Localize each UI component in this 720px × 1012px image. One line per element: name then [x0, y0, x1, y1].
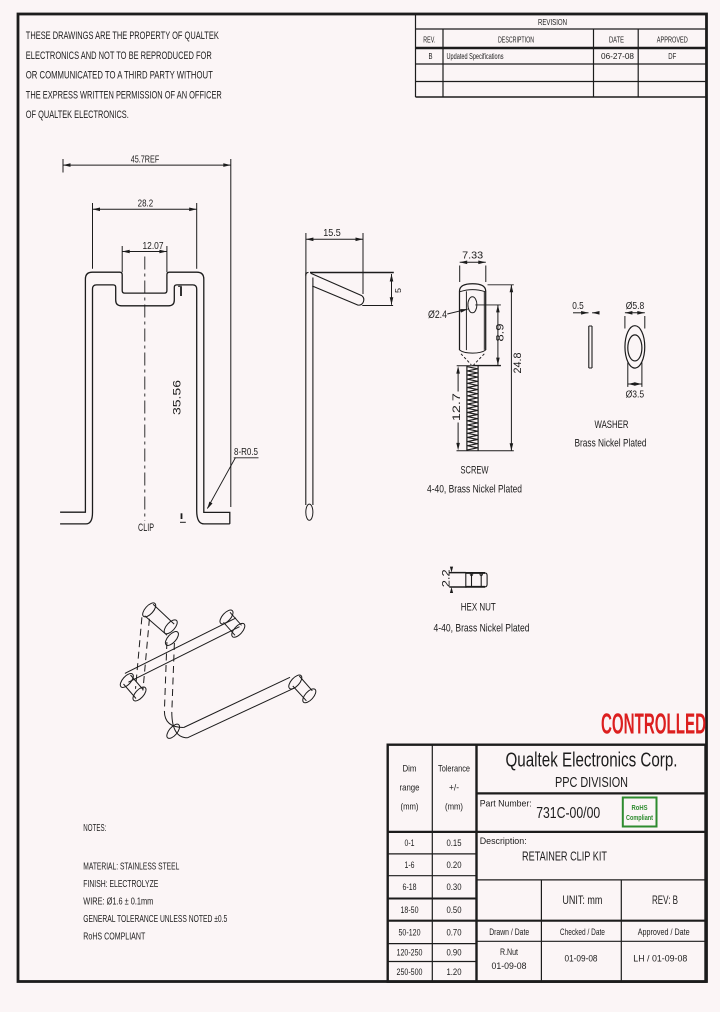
svg-text:4-40, Brass Nickel Plated: 4-40, Brass Nickel Plated — [427, 483, 522, 495]
svg-text:Qualtek Electronics Corp.: Qualtek Electronics Corp. — [506, 749, 678, 772]
svg-text:8.9: 8.9 — [495, 324, 507, 342]
svg-text:Ø5.8: Ø5.8 — [626, 300, 645, 312]
svg-text:WIRE: Ø1.6 ± 0.1mm: WIRE: Ø1.6 ± 0.1mm — [83, 896, 153, 908]
svg-text:B: B — [429, 51, 433, 61]
svg-text:24.8: 24.8 — [512, 353, 524, 374]
svg-text:120-250: 120-250 — [397, 948, 423, 959]
svg-text:DESCRIPTION: DESCRIPTION — [498, 34, 534, 44]
svg-text:RETAINER CLIP KIT: RETAINER CLIP KIT — [522, 849, 607, 864]
svg-text:0.5: 0.5 — [572, 300, 584, 312]
svg-text:DATE: DATE — [609, 34, 624, 44]
svg-text:Part Number:: Part Number: — [480, 799, 532, 810]
svg-text:50-120: 50-120 — [399, 928, 421, 939]
svg-text:Approved / Date: Approved / Date — [638, 927, 690, 938]
svg-text:5: 5 — [393, 288, 403, 293]
svg-text:06-27-08: 06-27-08 — [601, 51, 634, 61]
svg-text:28.2: 28.2 — [138, 197, 154, 209]
svg-text:731C-00/00: 731C-00/00 — [536, 805, 600, 822]
svg-text:8-R0.5: 8-R0.5 — [234, 446, 258, 458]
svg-text:250-500: 250-500 — [397, 967, 423, 978]
svg-text:REV: B: REV: B — [652, 895, 678, 907]
svg-text:range: range — [400, 783, 420, 794]
svg-text:Description:: Description: — [480, 836, 527, 847]
svg-text:R.Nut: R.Nut — [500, 947, 518, 958]
svg-text:6-18: 6-18 — [403, 882, 417, 893]
svg-text:0.90: 0.90 — [447, 948, 462, 959]
svg-text:Tolerance: Tolerance — [438, 764, 470, 775]
svg-text:+/-: +/- — [449, 783, 459, 794]
svg-text:35.56: 35.56 — [172, 380, 184, 415]
svg-text:Updated Specifications: Updated Specifications — [447, 51, 504, 61]
svg-text:0.15: 0.15 — [447, 838, 462, 849]
svg-text:(mm): (mm) — [401, 802, 419, 813]
svg-text:CLIP: CLIP — [138, 522, 154, 534]
svg-text:RoHS: RoHS — [632, 805, 648, 812]
svg-text:THE EXPRESS WRITTEN PERMISSION: THE EXPRESS WRITTEN PERMISSION OF AN OFF… — [26, 89, 222, 101]
svg-text:PPC DIVISION: PPC DIVISION — [555, 775, 628, 791]
svg-text:OR COMMUNICATED TO A THIRD PAR: OR COMMUNICATED TO A THIRD PARTY WITHOUT — [26, 70, 213, 82]
svg-text:OF QUALTEK ELECTRONICS.: OF QUALTEK ELECTRONICS. — [26, 109, 129, 121]
svg-text:0-1: 0-1 — [405, 838, 415, 849]
svg-text:0.20: 0.20 — [447, 860, 462, 871]
svg-text:LH / 01-09-08: LH / 01-09-08 — [633, 954, 687, 965]
svg-text:HEX NUT: HEX NUT — [461, 601, 496, 613]
svg-text:SCREW: SCREW — [461, 464, 489, 476]
svg-text:0.30: 0.30 — [447, 882, 462, 893]
svg-text:FINISH: ELECTROLYZE: FINISH: ELECTROLYZE — [83, 878, 158, 890]
svg-text:0.50: 0.50 — [447, 905, 462, 916]
svg-text:2.2: 2.2 — [440, 569, 452, 587]
svg-text:GENERAL TOLERANCE UNLESS NOTED: GENERAL TOLERANCE UNLESS NOTED ±0.5 — [83, 913, 227, 925]
svg-text:18-50: 18-50 — [401, 905, 419, 916]
svg-text:Ø2.4: Ø2.4 — [428, 309, 447, 321]
svg-text:0.70: 0.70 — [447, 928, 462, 939]
svg-text:CONTROLLED: CONTROLLED — [601, 709, 706, 741]
svg-text:7.33: 7.33 — [462, 250, 483, 262]
svg-text:45.7REF: 45.7REF — [131, 153, 160, 165]
svg-text:NOTES:: NOTES: — [83, 822, 106, 834]
svg-text:12.07: 12.07 — [143, 240, 164, 252]
svg-text:Brass Nickel Plated: Brass Nickel Plated — [575, 438, 647, 450]
svg-text:Compliant: Compliant — [626, 815, 654, 822]
svg-text:ELECTRONICS AND NOT TO BE REPR: ELECTRONICS AND NOT TO BE REPRODUCED FOR — [26, 50, 212, 62]
svg-text:WASHER: WASHER — [595, 419, 629, 431]
svg-text:4-40, Brass Nickel Plated: 4-40, Brass Nickel Plated — [434, 622, 530, 634]
svg-text:APPROVED: APPROVED — [657, 34, 688, 44]
svg-text:15.5: 15.5 — [323, 227, 341, 239]
svg-text:Drawn / Date: Drawn / Date — [489, 927, 529, 938]
svg-text:01-09-08: 01-09-08 — [565, 954, 598, 965]
svg-text:REVISION: REVISION — [538, 17, 567, 27]
svg-text:(mm): (mm) — [445, 802, 463, 813]
svg-text:THESE DRAWINGS ARE THE PROPERT: THESE DRAWINGS ARE THE PROPERTY OF QUALT… — [26, 30, 219, 42]
svg-text:1-6: 1-6 — [405, 860, 415, 871]
svg-text:MATERIAL: STAINLESS STEEL: MATERIAL: STAINLESS STEEL — [83, 861, 179, 873]
svg-text:Checked / Date: Checked / Date — [560, 927, 605, 938]
svg-text:Dim: Dim — [403, 764, 417, 775]
svg-text:RoHS COMPLIANT: RoHS COMPLIANT — [83, 931, 145, 943]
svg-text:REV.: REV. — [423, 34, 435, 44]
svg-text:12.7: 12.7 — [451, 393, 463, 421]
svg-text:Ø3.5: Ø3.5 — [626, 389, 645, 401]
svg-text:1.20: 1.20 — [447, 967, 462, 978]
svg-text:DF: DF — [668, 51, 676, 61]
svg-text:01-09-08: 01-09-08 — [492, 961, 527, 972]
svg-text:UNIT: mm: UNIT: mm — [562, 895, 602, 907]
